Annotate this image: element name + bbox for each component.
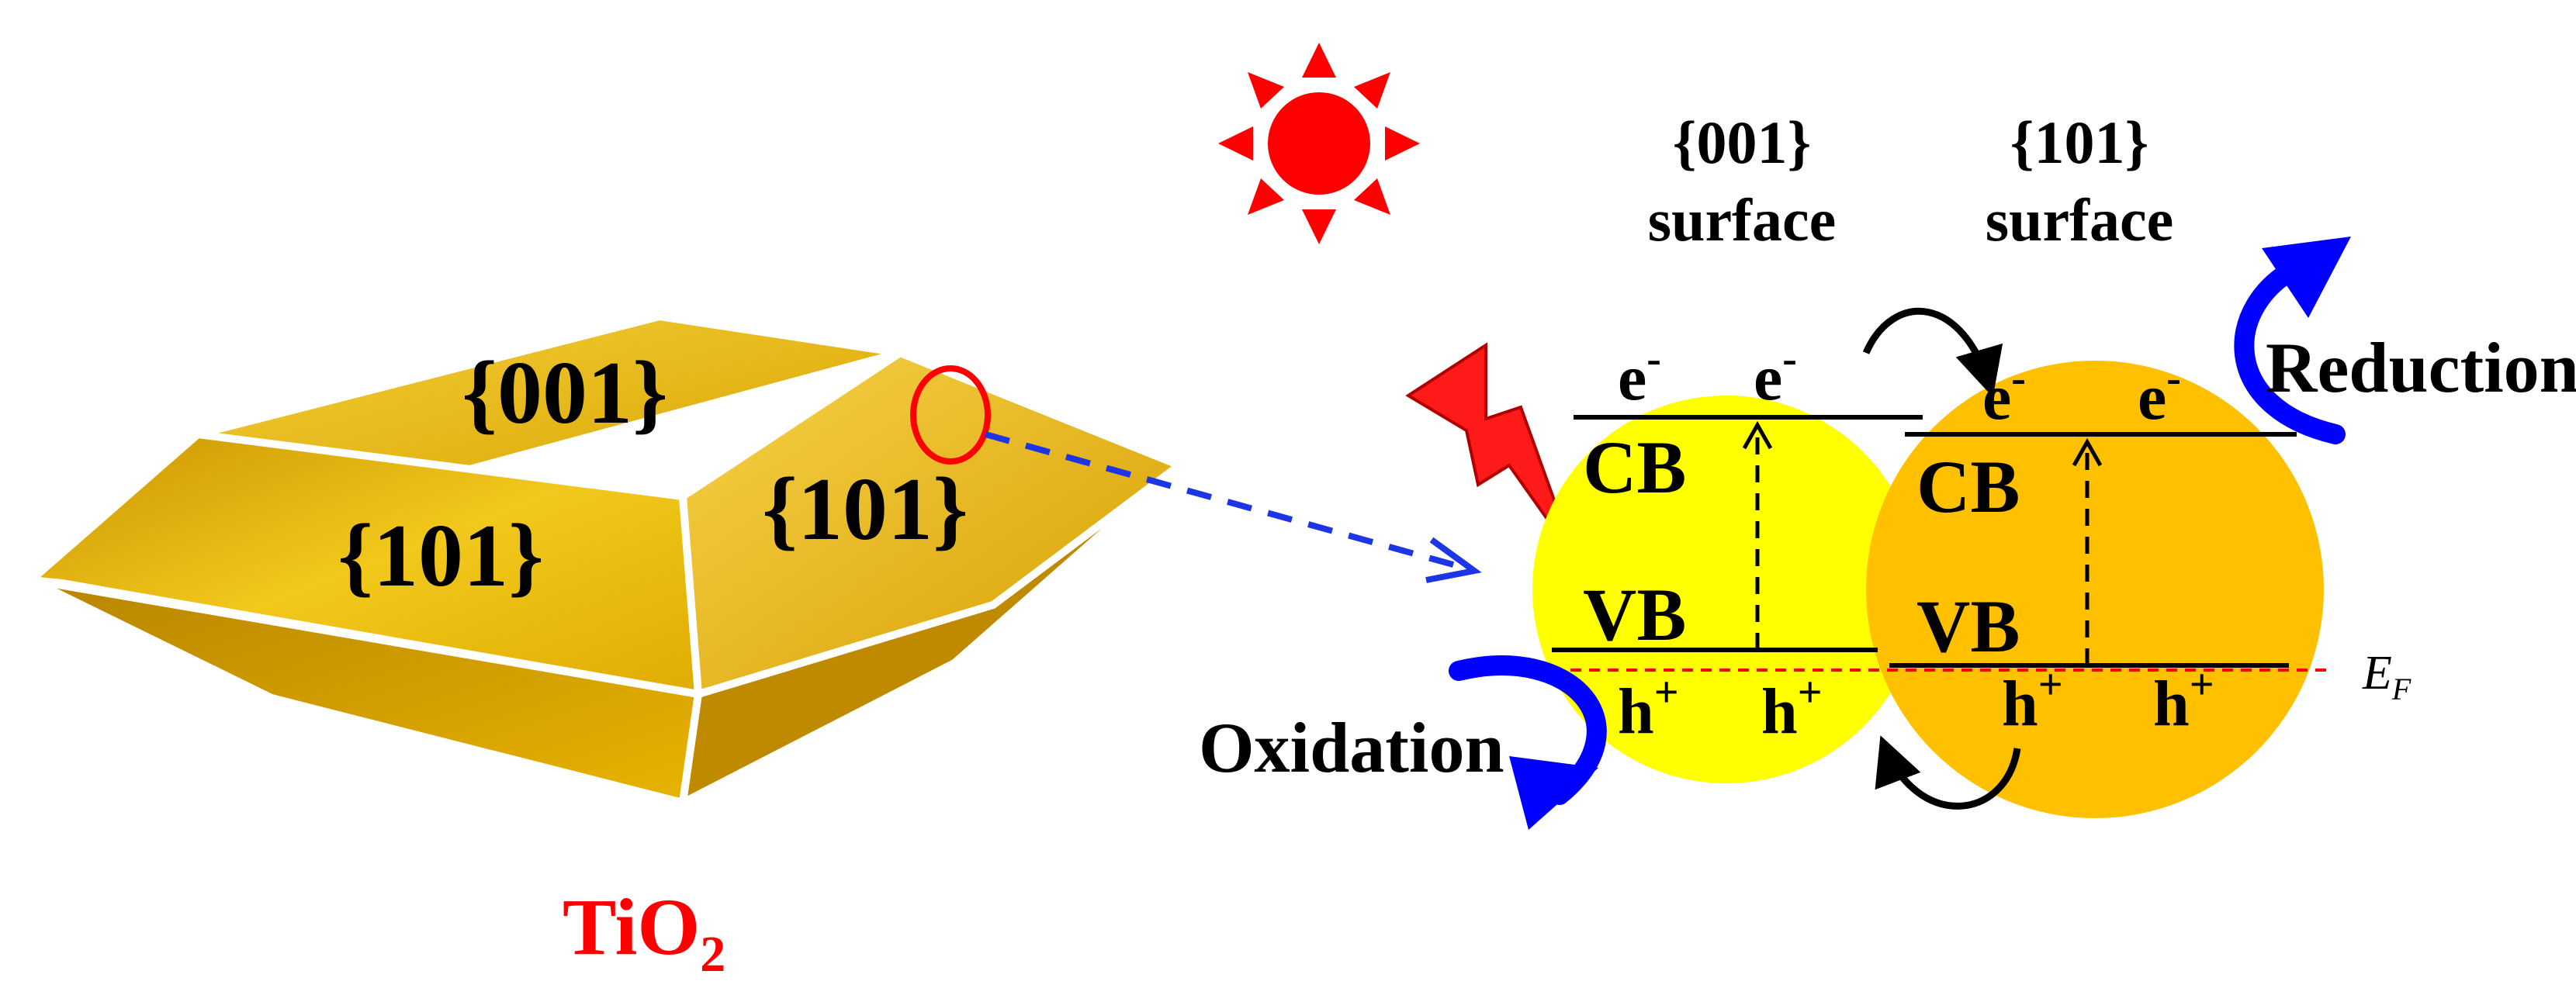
- reduction-label: Reduction: [2266, 328, 2576, 407]
- sun-icon: [1218, 43, 1420, 244]
- zoom-circle: [910, 365, 991, 465]
- vb-label-left: VB: [1583, 573, 1686, 656]
- surface-label-101-sub: surface: [1986, 186, 2174, 254]
- cb-label-left: CB: [1583, 426, 1686, 509]
- oxidation-label: Oxidation: [1199, 708, 1504, 787]
- electron-label: e-: [2138, 354, 2181, 434]
- fermi-level-label: EF: [2362, 647, 2412, 707]
- hole-transfer-arrow: [1875, 735, 2021, 810]
- hole-label: h+: [2153, 661, 2214, 740]
- particle-001: [1532, 396, 1920, 783]
- electron-label: e-: [1618, 335, 1661, 414]
- facet-right-label: {101}: [762, 460, 968, 559]
- surface-label-001: {001}: [1673, 109, 1811, 176]
- reduction-arrow: [2234, 237, 2351, 444]
- tio2-formula-main: TiO: [563, 883, 700, 972]
- electron-label: e-: [1754, 335, 1797, 414]
- zoom-arrow: [984, 431, 1482, 583]
- facet-left-label: {101}: [338, 506, 543, 606]
- vb-label-right: VB: [1916, 585, 2020, 668]
- tio2-crystal: {001} {101} {101} TiO2: [22, 312, 1188, 983]
- hole-label: h+: [1618, 669, 1679, 748]
- electron-transfer-arrow: [1862, 307, 2003, 398]
- hole-label: h+: [1761, 669, 1823, 748]
- hole-label: h+: [2002, 661, 2063, 740]
- oxidation-arrow: [1449, 655, 1607, 830]
- surface-label-101: {101}: [2010, 109, 2148, 176]
- cb-label-right: CB: [1916, 445, 2020, 528]
- particle-101: [1866, 361, 2324, 818]
- surface-label-001-sub: surface: [1648, 186, 1837, 254]
- tio2-formula-sub: 2: [700, 926, 725, 983]
- electron-label: e-: [1982, 354, 2026, 434]
- facet-bottom-right: [677, 462, 1182, 810]
- tio2-formula: TiO2: [563, 883, 725, 983]
- band-structure: [1552, 307, 2328, 810]
- facet-top-label: {001}: [462, 344, 667, 443]
